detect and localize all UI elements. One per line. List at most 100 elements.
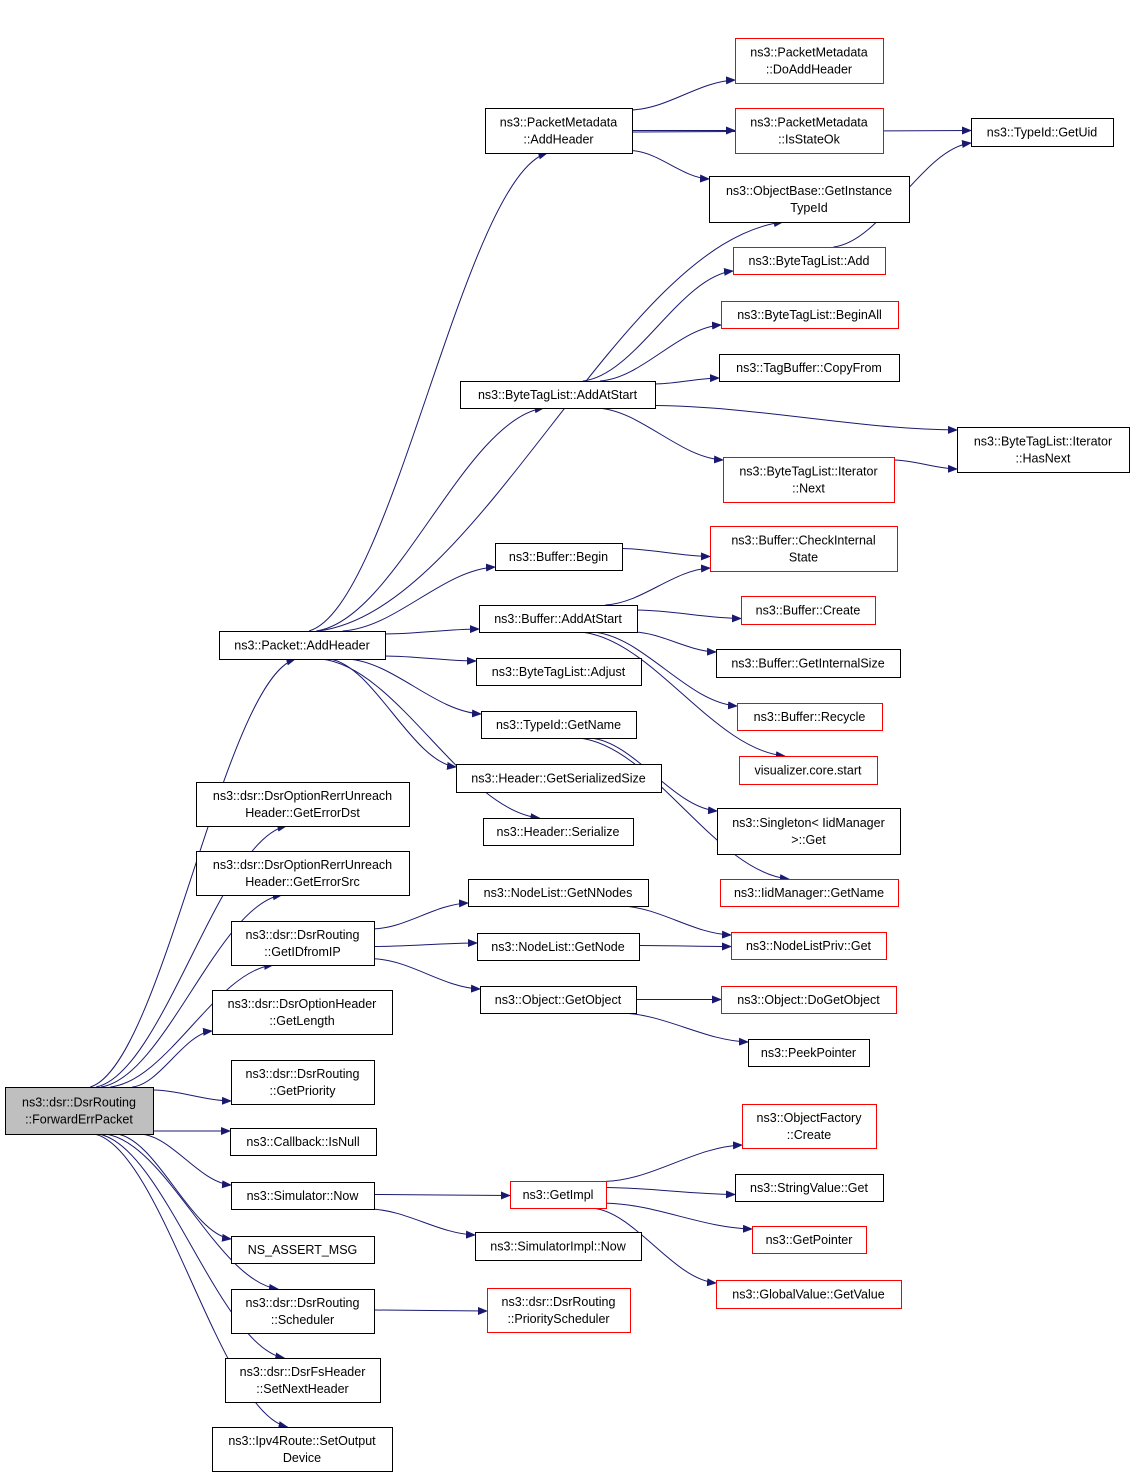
node-singleton-get[interactable]: ns3::Singleton< IidManager >::Get (717, 808, 901, 855)
node-box (752, 1226, 867, 1254)
node-simulatorimpl-now[interactable]: ns3::SimulatorImpl::Now (475, 1232, 642, 1261)
node-buffer-recycle[interactable]: ns3::Buffer::Recycle (737, 703, 883, 731)
node-header-serialize[interactable]: ns3::Header::Serialize (483, 818, 634, 846)
node-btl-addatstart[interactable]: ns3::ByteTagList::AddAtStart (460, 381, 656, 409)
edge-root-to-packet-addheader (90, 657, 297, 1088)
node-visualizer-core-start[interactable]: visualizer.core.start (739, 756, 878, 785)
node-label-line: ns3::GetPointer (766, 1233, 853, 1247)
node-getidfromip[interactable]: ns3::dsr::DsrRouting::GetIDfromIP (231, 921, 375, 966)
edge-nodelist-getnnodes-to-nodelistpriv-get (621, 905, 732, 939)
node-label-line: Device (283, 1451, 321, 1465)
edge-buffer-addatstart-to-buffer-checkinternalstate (605, 564, 711, 606)
node-box (481, 711, 637, 739)
node-objectfactory-create[interactable]: ns3::ObjectFactory::Create (742, 1104, 877, 1149)
node-box (219, 631, 386, 660)
edge-buffer-addatstart-to-buffer-create (636, 609, 742, 623)
node-btl-iterator-next[interactable]: ns3::ByteTagList::Iterator::Next (723, 457, 895, 503)
node-btl-add[interactable]: ns3::ByteTagList::Add (733, 247, 886, 275)
node-box (456, 764, 662, 793)
node-label-line: ns3::Simulator::Now (247, 1189, 360, 1203)
node-root[interactable]: ns3::dsr::DsrRouting::ForwardErrPacket (5, 1087, 154, 1135)
node-btl-beginall[interactable]: ns3::ByteTagList::BeginAll (721, 301, 899, 329)
node-getpointer[interactable]: ns3::GetPointer (752, 1226, 867, 1254)
node-box (495, 543, 623, 571)
node-pm-doaddheader[interactable]: ns3::PacketMetadata::DoAddHeader (735, 38, 884, 84)
node-box (971, 118, 1114, 147)
node-peekpointer[interactable]: ns3::PeekPointer (748, 1039, 870, 1067)
node-setnextheader[interactable]: ns3::dsr::DsrFsHeader::SetNextHeader (225, 1358, 381, 1403)
node-label-line: ns3::ObjectFactory (757, 1111, 863, 1125)
node-label-line: ns3::GetImpl (523, 1188, 594, 1202)
node-object-getobject[interactable]: ns3::Object::GetObject (480, 986, 637, 1014)
node-typeid-getname[interactable]: ns3::TypeId::GetName (481, 711, 637, 739)
node-iidmanager-getname[interactable]: ns3::IidManager::GetName (720, 879, 899, 907)
node-box (741, 596, 876, 625)
node-label-line: ::Scheduler (271, 1313, 334, 1327)
node-label-line: ::IsStateOk (778, 133, 841, 147)
node-getlength[interactable]: ns3::dsr::DsrOptionHeader::GetLength (212, 990, 393, 1035)
edge-scheduler-to-priorityscheduler (373, 1306, 488, 1315)
node-nodelist-getnnodes[interactable]: ns3::NodeList::GetNNodes (468, 879, 649, 907)
node-globalvalue-getvalue[interactable]: ns3::GlobalValue::GetValue (716, 1280, 902, 1309)
node-nodelist-getnode[interactable]: ns3::NodeList::GetNode (477, 933, 640, 961)
node-label-line: ns3::Header::GetSerializedSize (471, 772, 645, 786)
node-box (709, 176, 910, 223)
node-getimpl[interactable]: ns3::GetImpl (510, 1181, 607, 1209)
node-box (720, 879, 899, 907)
edge-btl-addatstart-to-tagbuffer-copyfrom (654, 374, 720, 385)
node-typeid-getuid[interactable]: ns3::TypeId::GetUid (971, 118, 1114, 147)
node-label-line: ns3::dsr::DsrFsHeader (240, 1365, 366, 1379)
node-scheduler[interactable]: ns3::dsr::DsrRouting::Scheduler (231, 1289, 375, 1334)
node-buffer-addatstart[interactable]: ns3::Buffer::AddAtStart (479, 605, 638, 633)
edge-buffer-begin-to-buffer-checkinternalstate (621, 548, 711, 561)
node-box (483, 818, 634, 846)
node-box (231, 1289, 375, 1334)
edge-getidfromip-to-nodelist-getnnodes (373, 899, 469, 930)
node-box (231, 1236, 375, 1264)
edge-pm-addheader-to-pm-doaddheader (631, 76, 736, 111)
node-box (510, 1181, 607, 1209)
node-label-line: ::HasNext (1016, 452, 1071, 466)
node-ns-assert-msg[interactable]: NS_ASSERT_MSG (231, 1236, 375, 1264)
node-nodelistpriv-get[interactable]: ns3::NodeListPriv::Get (731, 932, 887, 960)
edge-object-getobject-to-peekpointer (621, 1012, 749, 1046)
node-priorityscheduler[interactable]: ns3::dsr::DsrRouting::PriorityScheduler (487, 1288, 631, 1333)
node-btl-iterator-hasnext[interactable]: ns3::ByteTagList::Iterator::HasNext (957, 427, 1130, 473)
node-box (196, 851, 410, 896)
edge-root-to-getlength (132, 1027, 213, 1088)
node-buffer-create[interactable]: ns3::Buffer::Create (741, 596, 876, 625)
node-tagbuffer-copyfrom[interactable]: ns3::TagBuffer::CopyFrom (719, 354, 900, 382)
node-label-line: ns3::Buffer::Begin (509, 550, 608, 564)
node-label-line: ns3::IidManager::GetName (734, 886, 884, 900)
node-stringvalue-get[interactable]: ns3::StringValue::Get (735, 1174, 884, 1202)
node-header-getserializedsize[interactable]: ns3::Header::GetSerializedSize (456, 764, 662, 793)
node-label-line: ns3::TypeId::GetUid (987, 126, 1098, 140)
node-label-line: TypeId (790, 201, 828, 215)
node-object-dogetobject[interactable]: ns3::Object::DoGetObject (721, 986, 897, 1014)
node-simulator-now[interactable]: ns3::Simulator::Now (231, 1182, 375, 1210)
node-packet-addheader[interactable]: ns3::Packet::AddHeader (219, 631, 386, 660)
node-buffer-getinternalsize[interactable]: ns3::Buffer::GetInternalSize (716, 649, 901, 678)
node-pm-addheader[interactable]: ns3::PacketMetadata::AddHeader (485, 108, 633, 154)
node-label-line: ::GetLength (269, 1014, 334, 1028)
node-label-line: ns3::Buffer::CheckInternal (731, 534, 875, 548)
node-box (719, 354, 900, 382)
node-box (485, 108, 633, 154)
node-buffer-begin[interactable]: ns3::Buffer::Begin (495, 543, 623, 571)
edge-getidfromip-to-object-getobject (373, 958, 481, 993)
node-isnull[interactable]: ns3::Callback::IsNull (230, 1128, 377, 1156)
node-label-line: ns3::Ipv4Route::SetOutput (228, 1434, 376, 1448)
edge-root-to-ns-assert-msg (116, 1133, 232, 1242)
edge-packet-addheader-to-btl-addatstart (316, 405, 545, 632)
edge-root-to-geterrordst (96, 823, 288, 1088)
node-geterrordst[interactable]: ns3::dsr::DsrOptionRerrUnreachHeader::Ge… (196, 782, 410, 827)
node-geterrorsrc[interactable]: ns3::dsr::DsrOptionRerrUnreachHeader::Ge… (196, 851, 410, 896)
edge-packet-addheader-to-typeid-getname (347, 658, 482, 718)
node-box (748, 1039, 870, 1067)
node-pm-isstateok[interactable]: ns3::PacketMetadata::IsStateOk (735, 108, 884, 154)
node-getpriority[interactable]: ns3::dsr::DsrRouting::GetPriority (231, 1060, 375, 1105)
node-btl-adjust[interactable]: ns3::ByteTagList::Adjust (476, 658, 642, 686)
